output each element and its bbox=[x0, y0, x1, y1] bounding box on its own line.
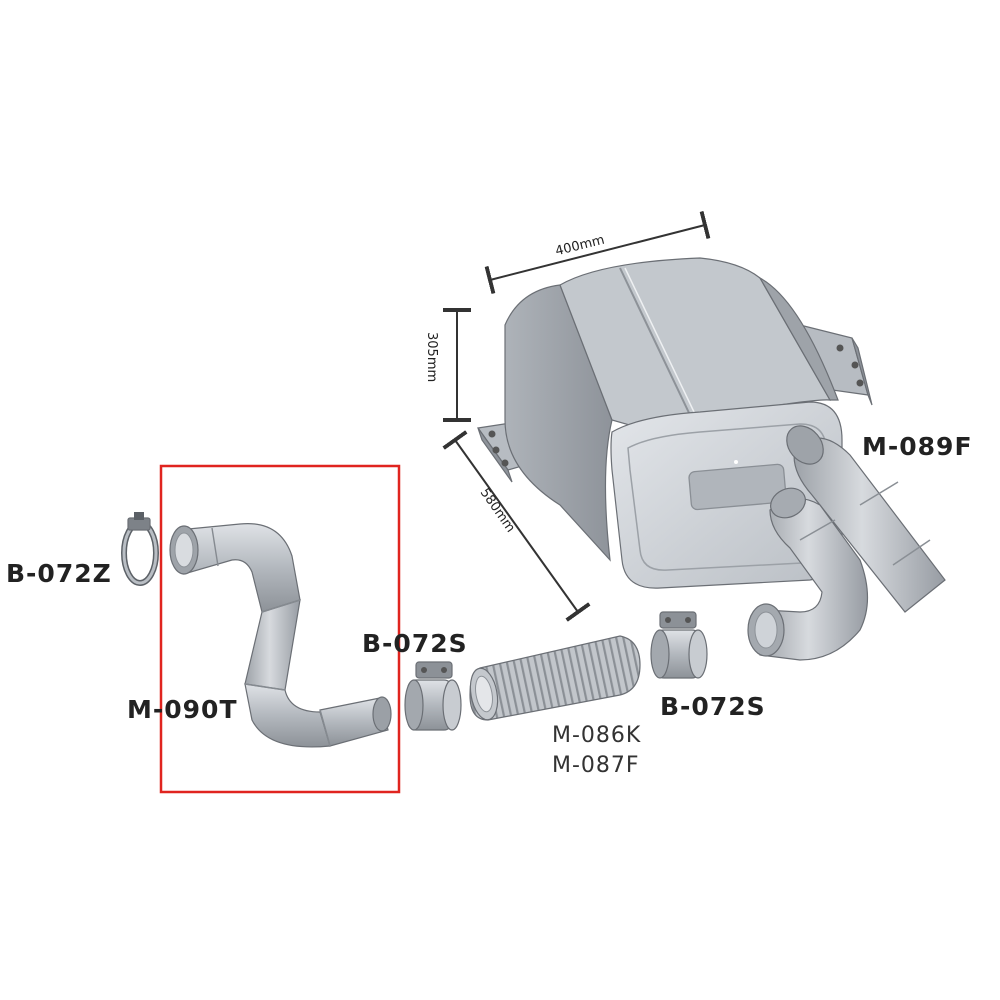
dimension-width-label: 400mm bbox=[554, 233, 606, 260]
dimension-depth-label: 580mm bbox=[477, 486, 518, 536]
outlet-elbow-pipe bbox=[747, 487, 869, 661]
tailpipe-m089f bbox=[786, 425, 946, 613]
highlight-box bbox=[159, 464, 401, 794]
pipe-m090t bbox=[169, 523, 392, 748]
clamp-b072s-right bbox=[650, 611, 708, 679]
clamp-b072s-middle bbox=[404, 661, 462, 731]
dimension-height: 305mm bbox=[424, 308, 471, 422]
label-clamp-right: B-072S bbox=[660, 692, 766, 721]
label-flex-pipe-code-1: M-086K bbox=[552, 723, 641, 748]
muffler-bracket-right bbox=[799, 324, 873, 406]
label-clamp-middle: B-072S bbox=[362, 629, 468, 658]
label-pipe-s-bend: M-090T bbox=[127, 695, 238, 724]
dimension-height-label: 305mm bbox=[424, 332, 439, 382]
clamp-b072z bbox=[121, 512, 159, 586]
flex-pipe bbox=[469, 635, 641, 721]
label-clamp-left: B-072Z bbox=[6, 559, 112, 588]
label-flex-pipe-code-2: M-087F bbox=[552, 753, 640, 778]
label-muffler-tailpipe: M-089F bbox=[862, 432, 973, 461]
